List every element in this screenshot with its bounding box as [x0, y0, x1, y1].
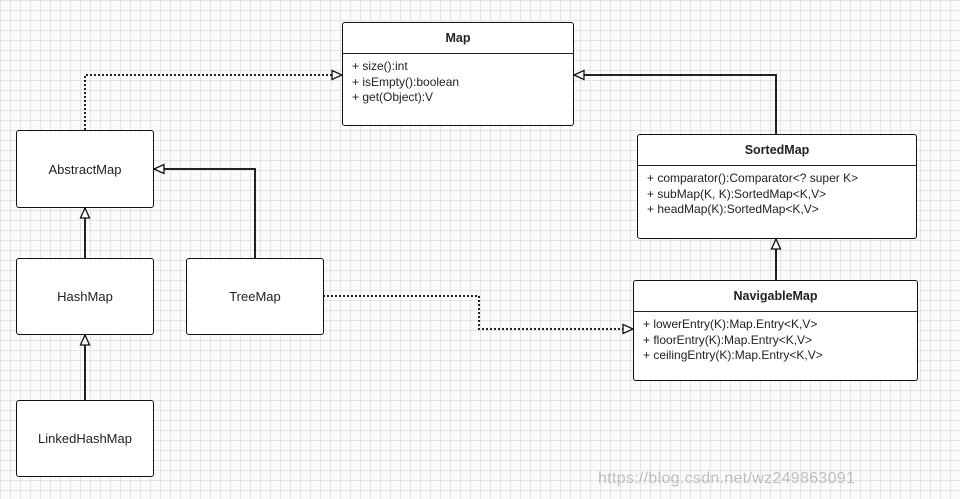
navigablemap-class-box[interactable]: NavigableMap + lowerEntry(K):Map.Entry<K… — [633, 280, 918, 381]
linkedhashmap-label: LinkedHashMap — [38, 431, 132, 446]
method-item: + comparator():Comparator<? super K> — [647, 171, 859, 185]
treemap-label: TreeMap — [229, 289, 281, 304]
abstractmap-label: AbstractMap — [48, 161, 122, 177]
method-item: + lowerEntry(K):Map.Entry<K,V> — [643, 317, 818, 331]
treemap-to-abstractmap-inheritance — [154, 169, 256, 258]
sortedmap-to-map-inheritance — [574, 75, 777, 134]
map-methods-list: + size():int + isEmpty():boolean + get(O… — [343, 54, 573, 106]
treemap-to-navigablemap-realization — [323, 295, 633, 329]
abstractmap-to-map-realization — [84, 75, 342, 130]
method-item: + subMap(K, K):SortedMap<K,V> — [647, 186, 827, 201]
method-item: + ceilingEntry(K):Map.Entry<K,V> — [643, 348, 823, 362]
hashmap-class-box[interactable]: HashMap — [16, 258, 154, 335]
treemap-class-box[interactable]: TreeMap — [186, 258, 324, 335]
sortedmap-class-title: SortedMap — [638, 135, 916, 166]
watermark-text: https://blog.csdn.net/wz249863091 — [598, 470, 856, 487]
navigablemap-methods-list: + lowerEntry(K):Map.Entry<K,V> + floorEn… — [634, 312, 917, 364]
method-item: + get(Object):V — [352, 90, 434, 104]
abstractmap-class-box[interactable]: AbstractMap — [16, 130, 154, 208]
hashmap-label: HashMap — [57, 289, 113, 304]
method-item: + isEmpty():boolean — [352, 74, 460, 89]
map-class-title: Map — [343, 23, 573, 54]
navigablemap-class-title: NavigableMap — [634, 281, 917, 312]
sortedmap-methods-list: + comparator():Comparator<? super K> + s… — [638, 166, 916, 218]
method-item: + headMap(K):SortedMap<K,V> — [647, 202, 819, 216]
map-class-box[interactable]: Map + size():int + isEmpty():boolean + g… — [342, 22, 574, 126]
method-item: + size():int — [352, 59, 408, 73]
method-item: + floorEntry(K):Map.Entry<K,V> — [643, 332, 813, 347]
sortedmap-class-box[interactable]: SortedMap + comparator():Comparator<? su… — [637, 134, 917, 239]
linkedhashmap-class-box[interactable]: LinkedHashMap — [16, 400, 154, 477]
